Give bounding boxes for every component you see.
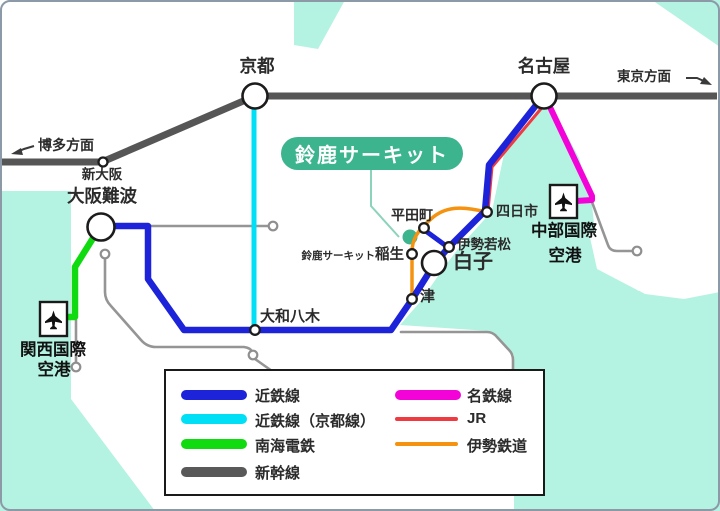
yamato-yagi-label: 大和八木 — [260, 308, 321, 325]
jr-west-line — [103, 256, 274, 373]
legend-swatch-kintetsu-kyoto — [181, 414, 247, 424]
chubu-airport-icon — [548, 183, 579, 220]
airport-island — [589, 228, 669, 291]
shin-osaka-label: 新大阪 — [81, 167, 123, 182]
kansai-airport-label-line1: 関西国際 — [20, 341, 86, 359]
osaka-namba-station — [86, 212, 116, 242]
nagoya-label: 名古屋 — [517, 56, 571, 76]
ino-label-prefix: 鈴鹿サーキット — [301, 250, 376, 262]
south-junction-station — [247, 349, 259, 361]
legend-label-kintetsu: 近鉄線 — [255, 388, 301, 405]
legend-label-shinkansen: 新幹線 — [255, 465, 301, 482]
yokkaichi-station — [481, 206, 493, 218]
suzuka-circuit-ino-station — [406, 248, 418, 260]
shinkansen-line — [2, 92, 717, 166]
kyoto-station — [241, 82, 269, 110]
nara-stub-station — [267, 220, 279, 232]
suzuka-circuit-badge: 鈴鹿サーキット — [281, 137, 463, 170]
shiroko-station — [420, 249, 448, 277]
chubu-airport-access-line — [590, 200, 634, 253]
legend-swatch-nankai — [181, 439, 247, 449]
meitetsu-line — [546, 103, 595, 204]
hakata-direction-arrow — [11, 145, 35, 155]
tsu-label: 津 — [420, 288, 436, 305]
chubu-airport-station — [631, 245, 643, 257]
legend-swatch-jr — [395, 417, 458, 421]
kansai-airport-label-line2: 空港 — [37, 361, 71, 379]
jr-coast-line — [399, 330, 515, 376]
yamato-yagi-station — [249, 324, 261, 336]
hiratacho-station — [418, 222, 430, 234]
shin-osaka-station — [97, 156, 109, 168]
legend-label-kintetsu-kyoto: 近鉄線（京都線） — [255, 413, 376, 430]
legend-label-meitetsu: 名鉄線 — [467, 388, 513, 405]
legend-swatch-kintetsu — [181, 389, 247, 400]
lake-biwa — [294, 0, 345, 49]
ise-wakamatsu-station — [443, 241, 455, 253]
chubu-airport-label-line2: 空港 — [548, 247, 582, 265]
legend-swatch-meitetsu — [395, 389, 461, 400]
shiroko-label: 白子 — [453, 251, 493, 273]
osaka-namba-label: 大阪難波 — [67, 186, 137, 206]
namba-south-station — [99, 248, 111, 260]
tsu-station — [406, 293, 418, 305]
kyoto-label: 京都 — [239, 56, 275, 76]
legend-box: 近鉄線 近鉄線（京都線） 南海電鉄 新幹線 名鉄線 JR 伊勢鉄道 — [164, 369, 545, 496]
ino-label-main: 稲生 — [375, 247, 404, 263]
kansai-airport-station — [70, 361, 82, 373]
sea-top-right — [652, 0, 720, 47]
minor-stations — [70, 220, 643, 373]
legend-label-nankai: 南海電鉄 — [255, 438, 316, 455]
small-stations — [97, 156, 493, 336]
kansai-airport-icon — [38, 300, 69, 338]
osaka-bay — [0, 191, 155, 511]
hiratacho-label: 平田町 — [391, 207, 433, 223]
suzuka-circuit-ino-label: 鈴鹿サーキット稲生 — [284, 246, 405, 264]
chubu-airport-label-line1: 中部国際 — [531, 222, 597, 240]
ise-wakamatsu-label: 伊勢若松 — [457, 237, 511, 252]
legend-label-jr: JR — [467, 410, 487, 427]
ise-bay — [400, 104, 720, 511]
tokyo-direction-arrow — [686, 77, 712, 85]
nankai-line — [66, 233, 98, 321]
hakata-direction-label: 博多方面 — [38, 137, 94, 153]
legend-label-ise-railway: 伊勢鉄道 — [467, 438, 528, 455]
suzuka-connector-line — [370, 170, 400, 238]
legend-swatch-ise-railway — [395, 442, 458, 446]
legend-swatch-shinkansen — [181, 466, 247, 477]
nagoya-station — [530, 82, 558, 110]
major-stations — [86, 82, 558, 277]
tokyo-direction-label: 東京方面 — [617, 69, 671, 84]
yokkaichi-label: 四日市 — [496, 203, 538, 219]
ise-railway-line — [410, 206, 488, 301]
